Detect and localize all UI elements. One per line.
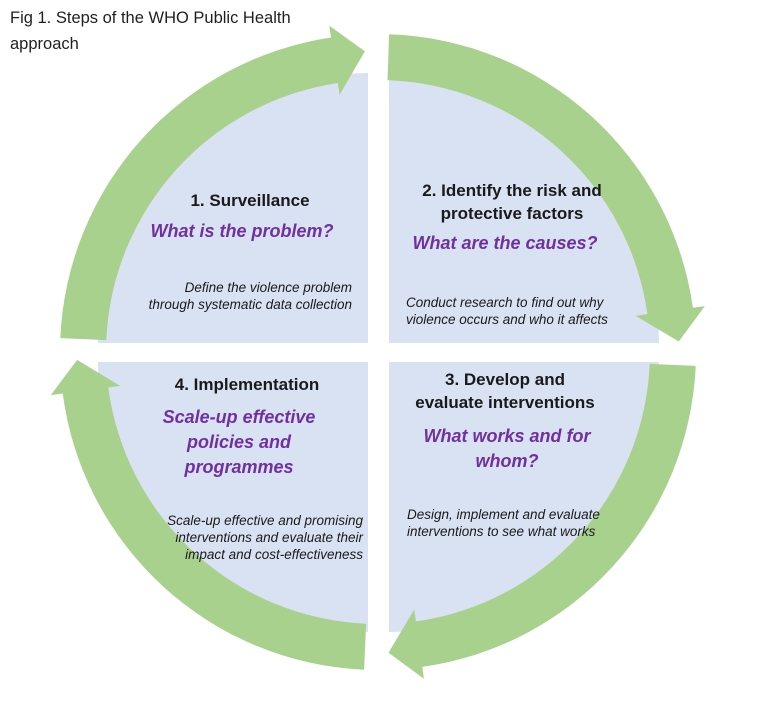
step-4-question: Scale-up effective policies and programm… [162,407,316,477]
step-2-question: What are the causes? [412,233,598,253]
figure-caption: Fig 1. Steps of the WHO Public Health ap… [10,9,291,53]
step-4-quadrant-panel [98,362,368,632]
step-4-description: Scale-up effective and promising interve… [167,513,363,562]
step-2-title: 2. Identify the risk and protective fact… [422,181,602,223]
step-2-description: Conduct research to find out why violenc… [406,295,608,327]
step-2-quadrant-panel [389,73,659,343]
cycle-arrow-top-right-icon [387,34,705,342]
step-1-quadrant-panel [98,73,368,343]
step-3-quadrant-panel [389,362,659,632]
step-1-description: Define the violence problem through syst… [148,280,352,312]
cycle-arrow-top-left-icon [60,25,365,341]
step-3-description: Design, implement and evaluate intervent… [407,507,600,539]
cycle-arrow-bottom-left-icon [50,359,367,670]
step-1-question: What is the problem? [150,221,334,241]
step-4-title: 4. Implementation [174,375,320,394]
step-3-title: 3. Develop and evaluate interventions [415,370,595,412]
step-1-title: 1. Surveillance [190,191,310,210]
cycle-arrow-bottom-right-icon [388,363,696,679]
step-3-question: What works and for whom? [423,426,591,471]
